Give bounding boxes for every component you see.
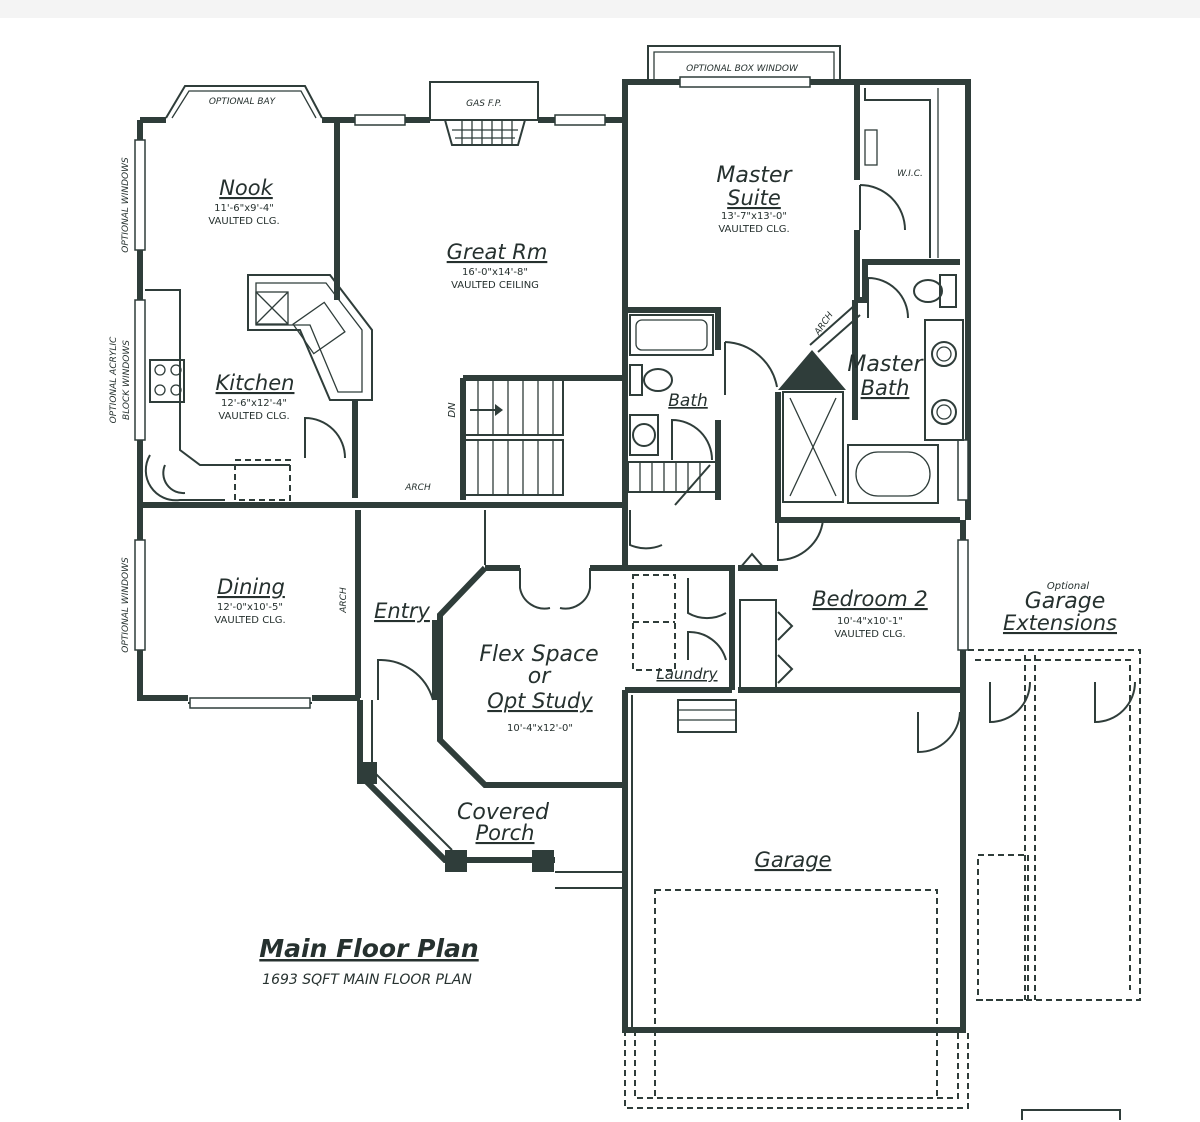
svg-text:OPTIONAL WINDOWS: OPTIONAL WINDOWS [121, 157, 131, 253]
bedroom-door [777, 519, 824, 562]
room-great-rm-name: Great Rm [447, 240, 548, 264]
side-labels: OPTIONAL WINDOWS OPTIONAL ACRYLIC BLOCK … [109, 157, 132, 653]
svg-text:OPTIONAL BAY: OPTIONAL BAY [209, 97, 277, 107]
garage-ext-label: Optional [1047, 581, 1090, 592]
kitchen-fixtures [144, 274, 373, 502]
svg-text:OPTIONAL ACRYLIC: OPTIONAL ACRYLIC [109, 336, 119, 423]
svg-text:ARCH: ARCH [404, 483, 431, 493]
svg-text:DN: DN [447, 402, 458, 418]
svg-text:OPTIONAL BOX WINDOW: OPTIONAL BOX WINDOW [686, 64, 799, 74]
svg-text:Garage: Garage [1025, 589, 1106, 614]
svg-text:10'-4"x12'-0": 10'-4"x12'-0" [507, 723, 573, 734]
garage-fixtures [624, 649, 1141, 1120]
svg-text:Bath: Bath [861, 376, 910, 400]
room-bath-name: Bath [668, 391, 708, 411]
svg-text:16'-0"x14'-8": 16'-0"x14'-8" [462, 267, 528, 278]
room-master-suite-name: Master [716, 163, 793, 188]
svg-text:BLOCK WINDOWS: BLOCK WINDOWS [122, 340, 132, 420]
room-porch-name: Covered [457, 800, 550, 825]
svg-text:ARCH: ARCH [339, 587, 349, 614]
svg-text:VAULTED CLG.: VAULTED CLG. [214, 615, 285, 626]
plan-subtitle: 1693 SQFT MAIN FLOOR PLAN [262, 972, 472, 988]
svg-text:10'-4"x10'-1": 10'-4"x10'-1" [837, 616, 903, 627]
laundry-fixtures [632, 552, 794, 733]
svg-text:12'-0"x10'-5": 12'-0"x10'-5" [217, 602, 283, 613]
room-labels: Nook 11'-6"x9'-4" VAULTED CLG. Great Rm … [208, 163, 1117, 872]
svg-text:W.I.C.: W.I.C. [897, 169, 923, 179]
svg-text:VAULTED CLG.: VAULTED CLG. [718, 224, 789, 235]
scan-top-band [0, 0, 1200, 18]
svg-text:Extensions: Extensions [1003, 611, 1117, 635]
optional-bay: OPTIONAL BAY [165, 85, 323, 119]
svg-text:VAULTED CLG.: VAULTED CLG. [834, 629, 905, 640]
svg-text:VAULTED CLG.: VAULTED CLG. [218, 411, 289, 422]
svg-text:Opt Study: Opt Study [487, 689, 593, 713]
room-master-bath-name: Master [847, 352, 924, 377]
svg-text:or: or [528, 664, 552, 689]
windows [134, 76, 969, 709]
stairs: DN ARCH [404, 379, 564, 496]
optional-box-window: OPTIONAL BOX WINDOW [647, 45, 841, 82]
room-bedroom2-name: Bedroom 2 [812, 587, 927, 611]
svg-text:Porch: Porch [475, 821, 534, 845]
master-fixtures: W.I.C. ARCH [724, 88, 964, 504]
svg-text:12'-6"x12'-4": 12'-6"x12'-4" [221, 398, 287, 409]
svg-text:Suite: Suite [727, 186, 781, 210]
room-garage-name: Garage [755, 848, 832, 872]
gas-fireplace: GAS F.P. [429, 81, 539, 146]
room-nook-name: Nook [219, 176, 273, 200]
doors-misc: ARCH [339, 568, 961, 754]
svg-text:OPTIONAL WINDOWS: OPTIONAL WINDOWS [121, 557, 131, 653]
room-dining-name: Dining [217, 575, 285, 599]
room-kitchen-name: Kitchen [216, 371, 295, 395]
svg-text:13'-7"x13'-0": 13'-7"x13'-0" [721, 211, 787, 222]
room-laundry-name: Laundry [656, 665, 718, 683]
svg-text:GAS F.P.: GAS F.P. [466, 99, 502, 109]
room-flex-name: Flex Space [479, 642, 598, 667]
svg-text:11'-6"x9'-4": 11'-6"x9'-4" [214, 203, 274, 214]
svg-text:VAULTED CEILING: VAULTED CEILING [451, 280, 539, 291]
plan-title: Main Floor Plan [259, 934, 478, 963]
bath-fixtures [627, 314, 717, 550]
svg-text:VAULTED CLG.: VAULTED CLG. [208, 216, 279, 227]
room-entry-name: Entry [374, 599, 430, 623]
